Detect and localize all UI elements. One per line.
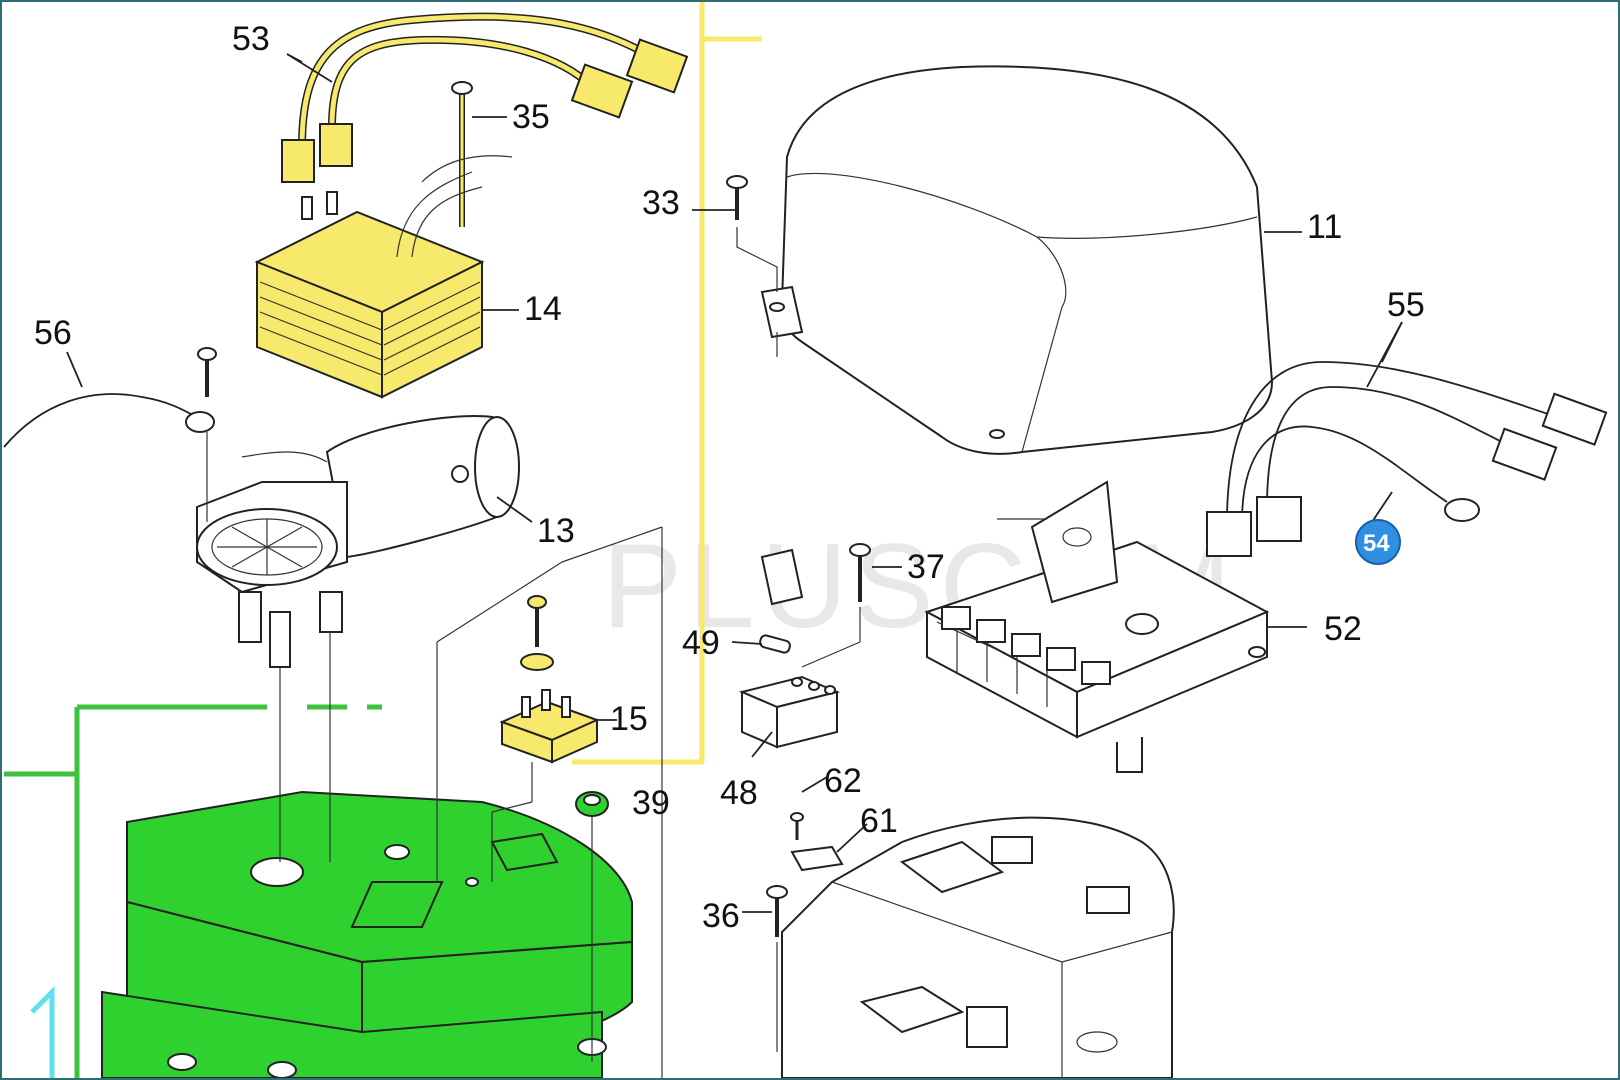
callout-54-badge [1355, 519, 1401, 565]
callout-13: 13 [537, 512, 575, 550]
callout-33: 33 [642, 184, 680, 222]
green-base-plate [101, 790, 633, 1078]
part-33-screw [726, 175, 778, 292]
callout-labels: 53 35 33 11 14 56 55 13 54 37 52 49 15 4… [34, 20, 1425, 935]
part-39-nut [575, 791, 609, 817]
part-37-screw [801, 543, 871, 668]
guide-lines [4, 2, 762, 1078]
callout-leaders [66, 53, 1403, 913]
part-35-screw [421, 81, 513, 227]
callout-52: 52 [1324, 610, 1362, 648]
callout-14: 14 [524, 290, 562, 328]
callout-36: 36 [702, 897, 740, 935]
callout-56: 56 [34, 314, 72, 352]
part-14-transformer [254, 171, 485, 399]
part-13-motor [196, 415, 520, 668]
callout-62: 62 [824, 762, 862, 800]
part-15-rectifier [499, 595, 600, 764]
part-53-cables [281, 12, 689, 183]
callout-35: 35 [512, 98, 550, 136]
part-56-ground-cable [3, 347, 217, 448]
callout-55: 55 [1387, 286, 1425, 324]
callout-49: 49 [682, 624, 720, 662]
lower-housing [781, 816, 1175, 1078]
part-62-61-clip [790, 812, 844, 872]
part-49-fuse [759, 548, 804, 654]
callout-11: 11 [1307, 208, 1342, 246]
assembly-lines-left [206, 432, 663, 1078]
part-55-cables [1206, 361, 1608, 557]
callout-48: 48 [720, 774, 758, 812]
part-48-terminal-block [738, 675, 841, 749]
part-52-control-board [924, 480, 1270, 773]
callout-39: 39 [632, 784, 670, 822]
callout-54: 54 [1363, 530, 1390, 557]
callout-15: 15 [610, 700, 648, 738]
callout-53: 53 [232, 20, 270, 58]
part-36-screw [766, 885, 788, 1052]
callout-61: 61 [860, 802, 898, 840]
callout-37: 37 [907, 548, 945, 586]
part-11-cover [760, 65, 1274, 455]
